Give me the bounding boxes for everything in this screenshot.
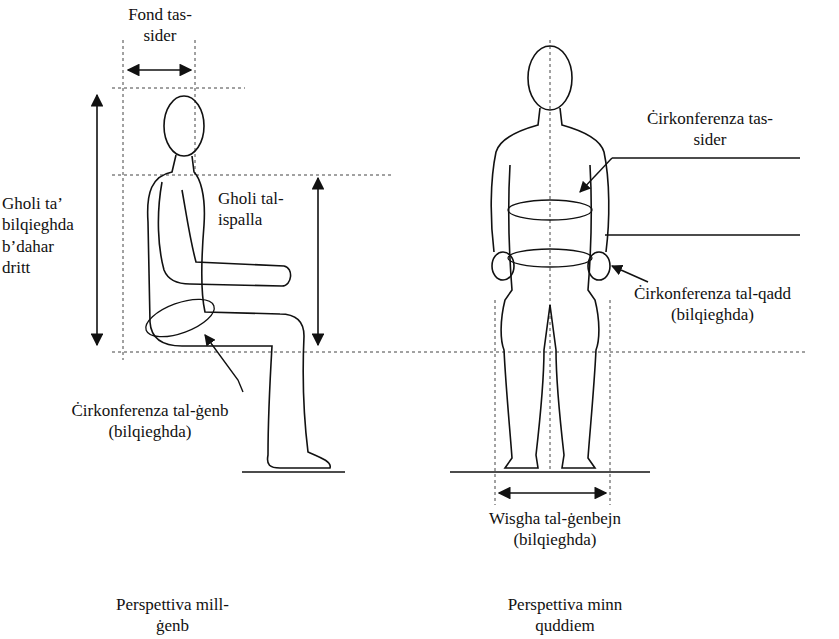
measurement-label: Gholi ta’ bilqieghda b’dahar dritt xyxy=(2,193,82,278)
measurement-label: Fond tas-sider xyxy=(115,4,205,47)
measurement-label: Gholi tal-ispalla xyxy=(218,188,293,231)
measurement-label: Perspettiva minn quddiem xyxy=(490,594,640,637)
measurement-label: Ċirkonferenza tas-sider xyxy=(635,108,785,151)
measurement-label: Ċirkonferenza tal-ġenb (bilqieghda) xyxy=(55,400,245,443)
measurement-label: Perspettiva mill-ġenb xyxy=(110,594,235,637)
measurement-label: Wisgha tal-ġenbejn (bilqieghda) xyxy=(465,508,645,551)
measurement-label: Ċirkonferenza tal-qadd (bilqieghda) xyxy=(620,283,805,326)
